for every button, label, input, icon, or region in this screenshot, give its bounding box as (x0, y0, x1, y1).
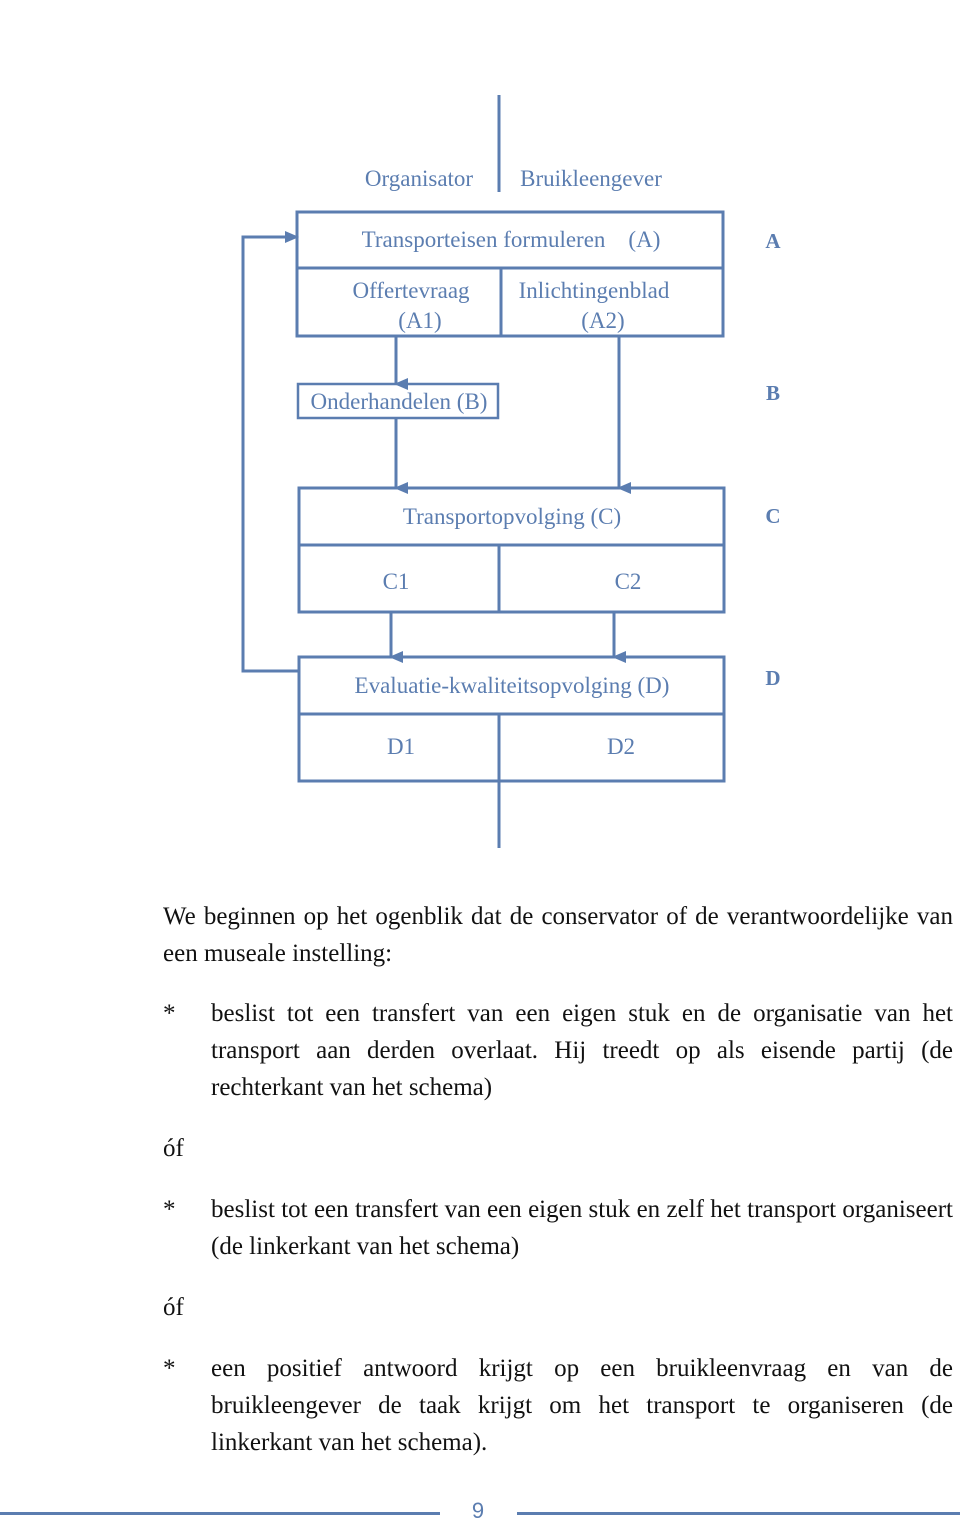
box-a1-code: (A1) (398, 308, 442, 333)
bullet-marker: * (163, 1355, 176, 1382)
side-label-d: D (765, 666, 781, 690)
intro-paragraph: We beginnen op het ogenblik dat de conse… (163, 903, 953, 967)
side-label-a: A (765, 229, 781, 253)
box-d-title: Evaluatie-kwaliteitsopvolging (D) (354, 673, 670, 698)
process-diagram: Organisator Bruikleengever Transporteise… (241, 95, 781, 848)
bullet-marker: * (163, 1000, 176, 1027)
bullet-item-3: * een positief antwoord krijgt op een br… (163, 1350, 953, 1461)
diagram-lines (241, 95, 726, 848)
bullet-item-2: * beslist tot een transfert van een eige… (163, 1191, 953, 1265)
box-a-frame (295, 210, 725, 338)
feedback-loop-arrow (241, 231, 299, 673)
box-a-title: Transporteisen formuleren (A) (361, 227, 661, 252)
or-separator-1: óf (163, 1135, 184, 1162)
footer-rule-right (517, 1512, 960, 1515)
body-text: We beginnen op het ogenblik dat de conse… (163, 898, 953, 1461)
box-a1-label: Offertevraag (352, 278, 470, 303)
box-b-label: Onderhandelen (B) (310, 389, 488, 414)
box-c2-label: C2 (614, 569, 642, 594)
bullet-item-1: * beslist tot een transfert van een eige… (163, 995, 953, 1106)
bullet-text-1: beslist tot een transfert van een eigen … (211, 1000, 953, 1101)
box-a2-label: Inlichtingenblad (518, 278, 670, 303)
bullet-marker: * (163, 1196, 176, 1223)
box-c-frame (297, 486, 726, 614)
bullet-text-3: een positief antwoord krijgt op een brui… (211, 1355, 953, 1456)
box-d1-label: D1 (386, 734, 416, 759)
footer-rule-left (0, 1512, 440, 1515)
box-d2-label: D2 (606, 734, 636, 759)
header-organisator: Organisator (364, 166, 474, 191)
side-label-c: C (765, 504, 781, 528)
or-separator-2: óf (163, 1294, 184, 1321)
side-label-b: B (765, 381, 781, 405)
bullet-text-2: beslist tot een transfert van een eigen … (211, 1196, 953, 1260)
box-c1-label: C1 (382, 569, 410, 594)
page-footer: 9 (0, 1490, 960, 1530)
box-d-frame (297, 655, 726, 783)
box-c-title: Transportopvolging (C) (402, 504, 622, 529)
page-number: 9 (471, 1498, 485, 1523)
header-bruikleengever: Bruikleengever (520, 166, 662, 191)
box-a2-code: (A2) (581, 308, 625, 333)
